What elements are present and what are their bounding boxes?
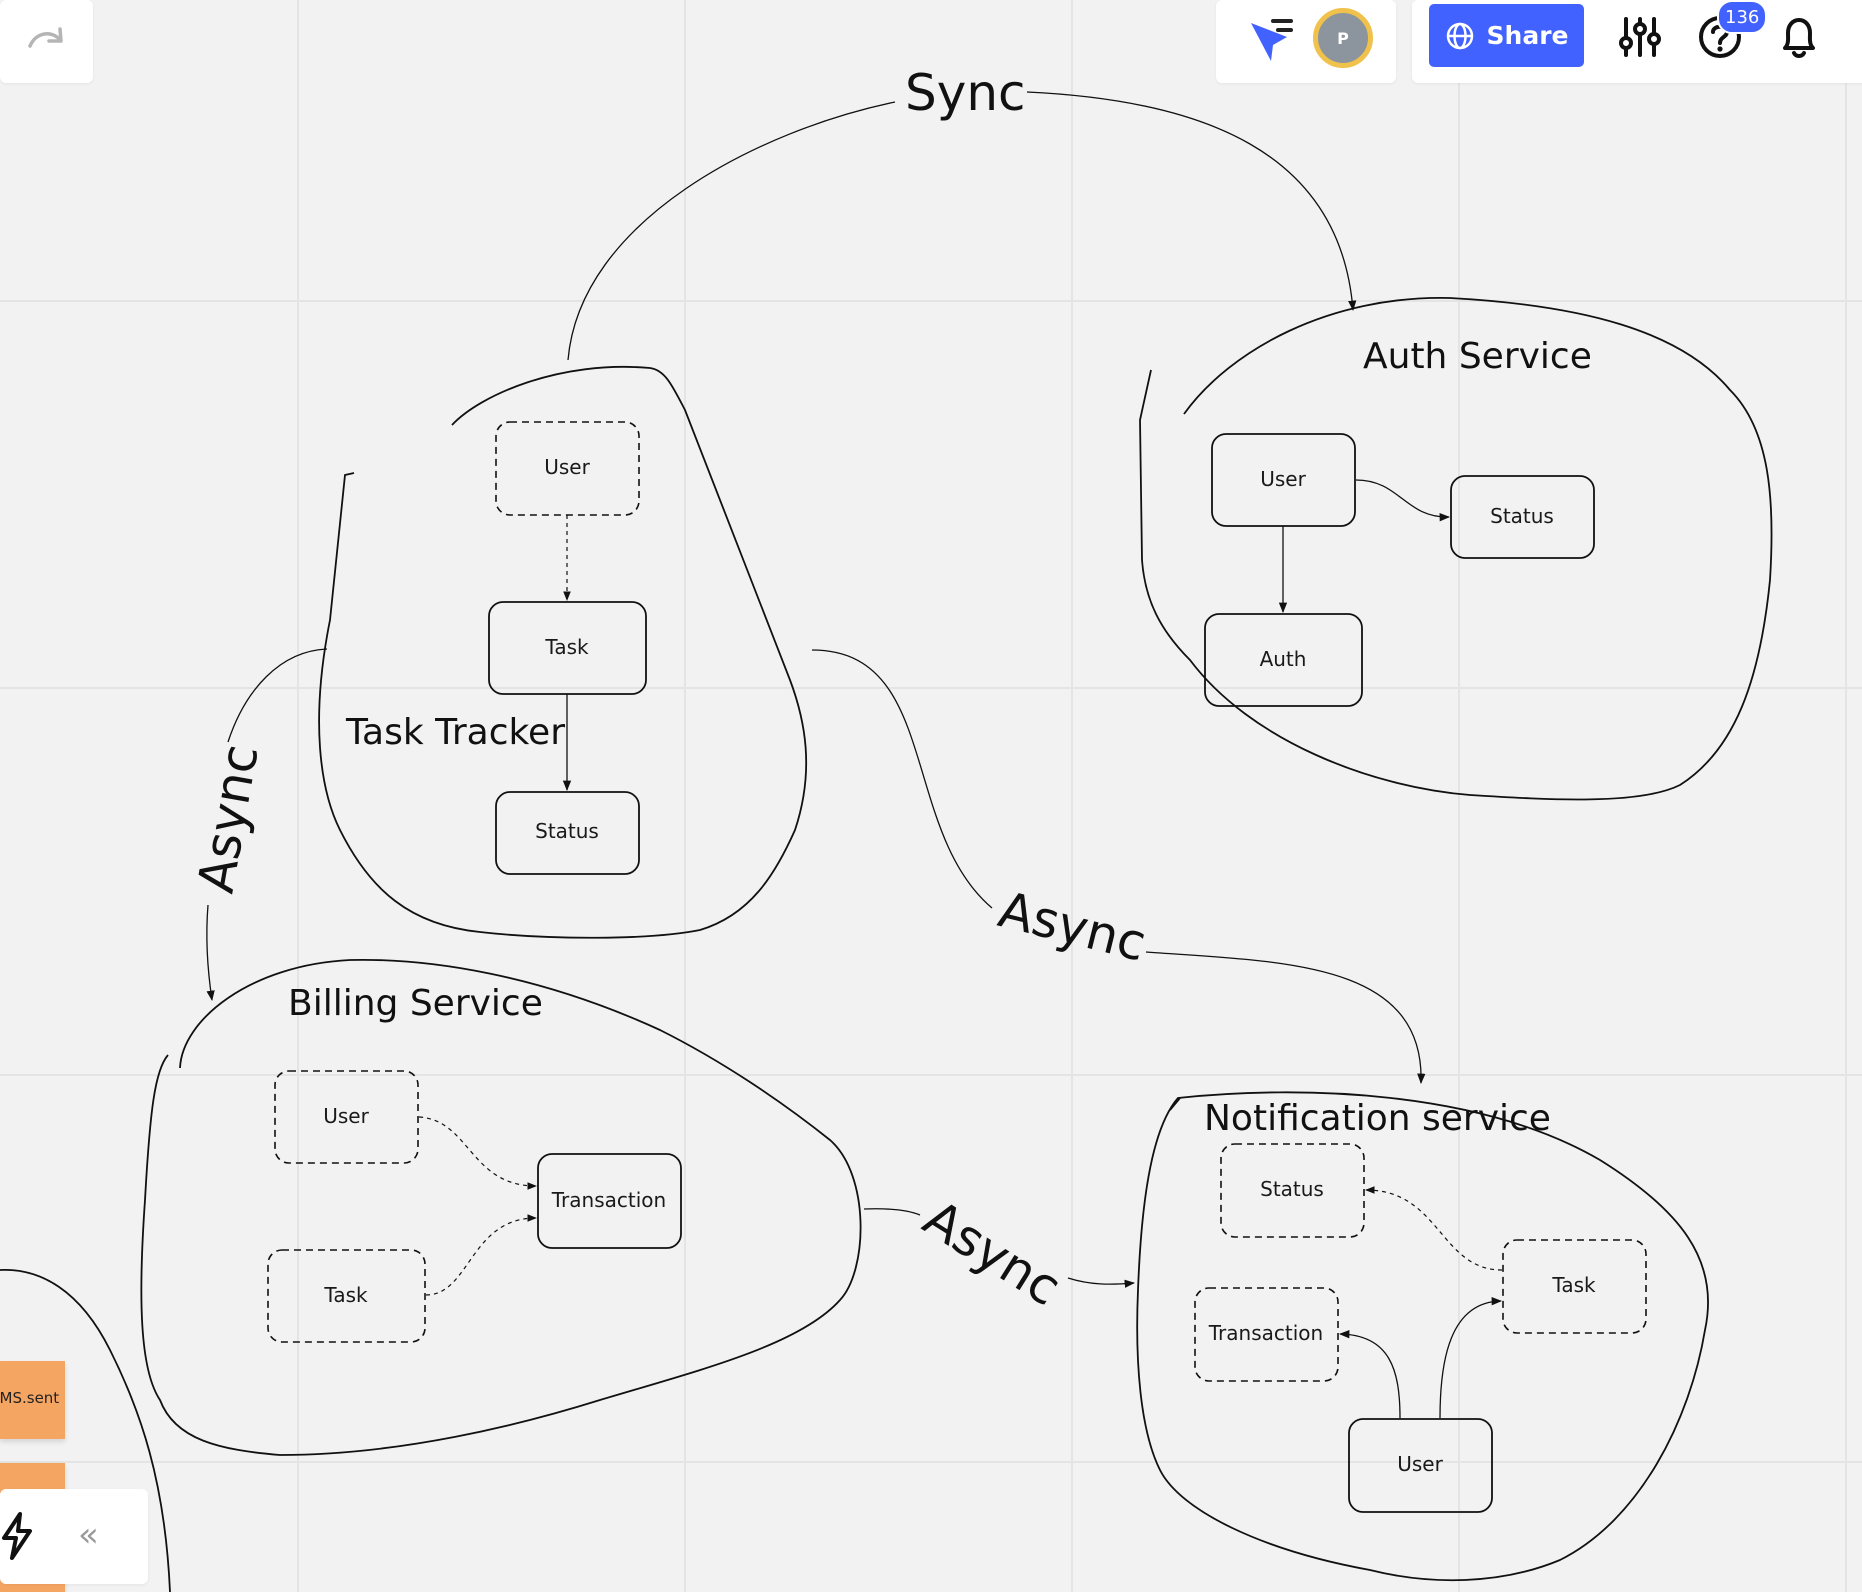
bottom-left-panel: «: [0, 1489, 148, 1584]
tt-status-label: Status: [535, 819, 599, 843]
notification-service-title: Notification service: [1204, 1098, 1551, 1139]
notif-user-to-transaction: [1338, 1330, 1401, 1419]
async-middle-connector-bottom: [1145, 951, 1426, 1085]
async-bottom-label: Async: [914, 1189, 1071, 1317]
billing-user-to-transaction: [418, 1116, 537, 1190]
notif-status-label: Status: [1260, 1177, 1324, 1201]
billing-service-title: Billing Service: [288, 983, 543, 1024]
notif-user-label: User: [1397, 1452, 1443, 1476]
billing-user-entity[interactable]: [274, 1070, 419, 1164]
auth-service-title: Auth Service: [1363, 336, 1592, 377]
share-button[interactable]: Share: [1429, 4, 1584, 67]
notif-task-entity[interactable]: [1502, 1239, 1647, 1334]
auth-auth-label: Auth: [1260, 647, 1307, 671]
notif-task-to-status: [1365, 1186, 1503, 1271]
auth-status-entity[interactable]: [1450, 475, 1595, 559]
share-label: Share: [1486, 21, 1569, 50]
sticky-note-sms-sent[interactable]: SMS.sent: [0, 1361, 65, 1439]
async-left-connector-bottom: [206, 904, 215, 1002]
notif-task-label: Task: [1551, 1273, 1596, 1297]
collapse-panel-button[interactable]: «: [78, 1515, 99, 1555]
auth-auth-entity[interactable]: [1204, 613, 1363, 707]
task-tracker-title: Task Tracker: [345, 712, 565, 753]
bell-icon[interactable]: [1777, 14, 1821, 60]
notif-user-entity[interactable]: [1348, 1418, 1493, 1513]
billing-task-entity[interactable]: [267, 1249, 426, 1343]
notif-transaction-label: Transaction: [1208, 1321, 1323, 1345]
tt-status-entity[interactable]: [495, 791, 640, 875]
billing-task-label: Task: [323, 1283, 368, 1307]
notif-status-entity[interactable]: [1220, 1143, 1365, 1238]
settings-sliders-icon[interactable]: [1618, 15, 1662, 59]
tt-task-label: Task: [544, 635, 589, 659]
globe-icon: [1446, 22, 1473, 49]
async-left-label: Async: [187, 740, 270, 897]
sync-connector-right: [1026, 91, 1357, 312]
notification-service-boundary: [1136, 1091, 1709, 1582]
billing-transaction-entity[interactable]: [537, 1153, 682, 1249]
notif-user-to-task: [1439, 1297, 1503, 1419]
billing-transaction-label: Transaction: [551, 1188, 666, 1212]
partial-boundary-left: [0, 1269, 171, 1592]
billing-task-to-transaction: [425, 1214, 537, 1296]
sync-label: Sync: [905, 64, 1026, 122]
auth-user-label: User: [1260, 467, 1306, 491]
sticky-note-text: SMS.sent: [0, 1389, 60, 1407]
auth-status-label: Status: [1490, 504, 1554, 528]
async-left-connector-top: [227, 648, 328, 743]
sync-connector-left: [567, 101, 896, 361]
redo-icon[interactable]: [26, 24, 66, 54]
cursor-follow-icon[interactable]: [1245, 17, 1295, 63]
notif-transaction-entity[interactable]: [1194, 1287, 1339, 1382]
user-avatar[interactable]: P: [1313, 8, 1373, 68]
async-bottom-connector-right: [1067, 1277, 1136, 1288]
auth-service-boundary: [1139, 297, 1773, 801]
async-middle-connector-top: [811, 649, 993, 909]
async-middle-label: Async: [993, 880, 1152, 972]
help-count-badge: 136: [1717, 0, 1768, 34]
undo-redo-panel: [0, 0, 93, 83]
tt-user-label: User: [544, 455, 590, 479]
billing-user-label: User: [323, 1104, 369, 1128]
collaboration-panel: [1216, 0, 1396, 83]
billing-service-boundary: [140, 958, 862, 1456]
auth-user-to-status: [1355, 479, 1451, 522]
task-tracker-boundary: [318, 366, 808, 939]
async-bottom-connector-left: [863, 1208, 921, 1216]
lightning-icon[interactable]: [0, 1511, 36, 1561]
